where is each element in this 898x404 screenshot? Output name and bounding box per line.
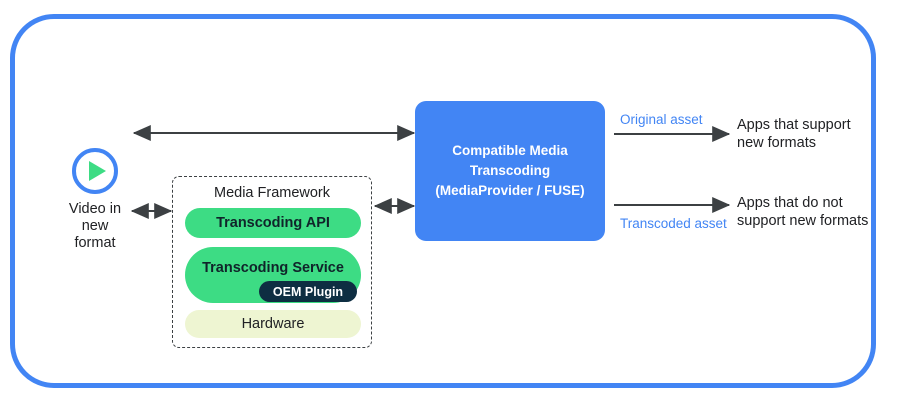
compatible-media-transcoding-node: Compatible Media Transcoding (MediaProvi…: [415, 101, 605, 241]
media-framework-title: Media Framework: [213, 185, 331, 201]
media-framework-group: Media Framework Transcoding API Transcod…: [172, 176, 372, 348]
play-triangle-icon: [88, 161, 106, 181]
original-asset-label: Original asset: [620, 112, 703, 127]
video-source-node: Video in new format: [47, 148, 143, 252]
hardware-block: Hardware: [185, 310, 361, 338]
transcoded-asset-label: Transcoded asset: [620, 216, 727, 231]
apps-that-do-not-support-label: Apps that do not support new formats: [737, 195, 869, 229]
transcoding-api-block: Transcoding API: [185, 208, 361, 238]
compatible-media-transcoding-label: Compatible Media Transcoding (MediaProvi…: [435, 143, 585, 198]
play-circle-icon: [72, 148, 118, 194]
video-source-label: Video in new format: [68, 201, 122, 251]
oem-plugin-badge: OEM Plugin: [259, 281, 357, 302]
apps-that-support-label: Apps that support new formats: [737, 117, 851, 151]
